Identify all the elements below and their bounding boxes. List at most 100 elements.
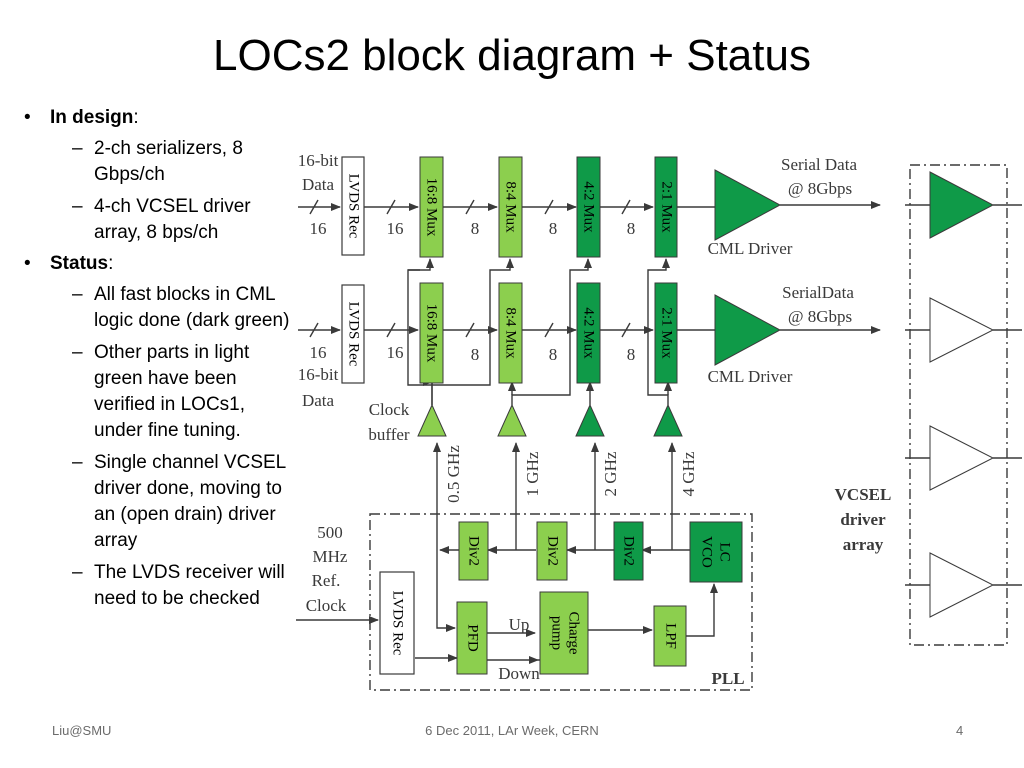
- lc-vco-label: LC: [717, 542, 733, 561]
- up-label: Up: [509, 615, 530, 634]
- clock-buffer-label: Clock: [369, 400, 410, 419]
- ref-clock-label: MHz: [313, 547, 348, 566]
- serial-data-label: Serial Data: [781, 155, 857, 174]
- bullet-status: •Status:: [24, 253, 114, 274]
- div2-block-2: [613, 521, 644, 581]
- mux-2-1-bottom: [654, 282, 678, 384]
- ref-clock-label: Clock: [306, 596, 347, 615]
- bus-width-label: 16: [310, 219, 327, 238]
- bus-width-label: 8: [627, 345, 636, 364]
- bus-width-label: 8: [627, 219, 636, 238]
- charge-pump-label: Charge: [566, 611, 582, 654]
- cml-driver-top: [714, 169, 782, 241]
- bus-width-label: 16: [310, 343, 327, 362]
- sub-bullet: –All fast blocks in CML logic done (dark…: [72, 284, 290, 331]
- mux-label: 4:2 Mux: [581, 307, 597, 359]
- bus-width-label: 8: [549, 219, 558, 238]
- bullet-label: Status: [50, 253, 109, 274]
- lvds-rec-label: LVDS Rec: [390, 591, 406, 656]
- lc-vco-block: [689, 521, 743, 583]
- cml-driver-label: CML Driver: [708, 367, 793, 386]
- mux-label: 2:1 Mux: [659, 181, 675, 233]
- footer-event: 6 Dec 2011, LAr Week, CERN: [425, 723, 599, 738]
- vcsel-array-label: VCSEL: [835, 485, 892, 504]
- mux-label: 2:1 Mux: [659, 307, 675, 359]
- clock-frequency-label: 1 GHz: [523, 451, 542, 496]
- bus-width-label: 8: [549, 345, 558, 364]
- sub-bullet: –Single channel VCSEL driver done, movin…: [72, 452, 286, 551]
- lpf-label: LPF: [663, 623, 679, 649]
- vcsel-driver-3: [929, 552, 995, 618]
- vcsel-array-box: [909, 164, 1008, 646]
- mux-label: 8:4 Mux: [503, 307, 519, 359]
- clock-frequency-label: 2 GHz: [601, 451, 620, 496]
- bus-width-label: 16: [387, 343, 404, 362]
- div2-label: Div2: [621, 536, 637, 566]
- pfd-block: [456, 601, 488, 675]
- lc-vco-label: VCO: [699, 536, 715, 568]
- clock-frequency-label: 0.5 GHz: [444, 445, 463, 503]
- clock-buffer-1: [497, 403, 527, 437]
- vcsel-driver-2: [929, 425, 995, 491]
- div2-label: Div2: [466, 536, 482, 566]
- mux-label: 4:2 Mux: [581, 181, 597, 233]
- sub-bullet: –2-ch serializers, 8 Gbps/ch: [72, 138, 243, 185]
- cml-driver-label: CML Driver: [708, 239, 793, 258]
- mux-8-4-top: [498, 156, 523, 258]
- bus-width-label: 16: [387, 219, 404, 238]
- clock-buffer-2: [575, 403, 605, 437]
- cml-driver-bottom: [714, 294, 782, 366]
- div2-label: Div2: [545, 536, 561, 566]
- sub-bullet: –The LVDS receiver will need to be check…: [72, 562, 285, 609]
- down-label: Down: [498, 664, 540, 683]
- serial-data-label: SerialData: [782, 283, 854, 302]
- lvds-receivers: LVDS Rec LVDS Rec LVDS Rec: [341, 156, 415, 675]
- lvds-rec-block-ref: [379, 571, 415, 675]
- div2-block-1: [536, 521, 568, 581]
- lvds-rec-label: LVDS Rec: [346, 174, 362, 239]
- bullet-dot: •: [24, 107, 31, 128]
- mux-label: 8:4 Mux: [503, 181, 519, 233]
- page-title: LOCs2 block diagram + Status: [213, 31, 811, 80]
- clock-buffer-0: [417, 403, 447, 437]
- charge-pump-block: [539, 591, 589, 675]
- pll-label: PLL: [711, 669, 744, 688]
- mux-16-8-top: [419, 156, 444, 258]
- footer-author: Liu@SMU: [52, 723, 112, 738]
- pll-blocks: [456, 521, 743, 675]
- bullet-list: •In design: –2-ch serializers, 8 Gbps/ch…: [22, 106, 294, 618]
- pll-box: [369, 513, 753, 691]
- input-label: 16-bit: [298, 365, 339, 384]
- serial-data-label: @ 8Gbps: [788, 179, 852, 198]
- vcsel-driver-1: [929, 297, 995, 363]
- lvds-rec-block-bottom: [341, 284, 365, 384]
- bus-width-label: 8: [471, 219, 480, 238]
- bullet-in-design: •In design:: [24, 107, 139, 128]
- mux-16-8-bottom: [419, 282, 444, 384]
- vcsel-array-label: driver: [840, 510, 886, 529]
- div2-block-0: [458, 521, 489, 581]
- lvds-rec-block-top: [341, 156, 365, 256]
- mux-2-1-top: [654, 156, 678, 258]
- mux-blocks: [419, 156, 678, 384]
- input-label: Data: [302, 175, 335, 194]
- pfd-label: PFD: [465, 624, 481, 652]
- mux-label: 16:8 Mux: [424, 304, 440, 363]
- mux-4-2-bottom: [576, 282, 601, 384]
- mux-4-2-top: [576, 156, 601, 258]
- lvds-rec-label: LVDS Rec: [346, 302, 362, 367]
- clock-frequency-label: 4 GHz: [679, 451, 698, 496]
- mux-8-4-bottom: [498, 282, 523, 384]
- sub-bullet: –4-ch VCSEL driver array, 8 bps/ch: [72, 196, 251, 243]
- sub-bullet: –Other parts in light green have been ve…: [72, 342, 250, 441]
- lpf-block: [653, 605, 687, 667]
- bullet-label: In design: [50, 107, 134, 128]
- charge-pump-label: pump: [549, 616, 565, 650]
- vcsel-array-label: array: [843, 535, 884, 554]
- clock-buffer-3: [653, 403, 683, 437]
- bullet-dot: •: [24, 253, 31, 274]
- bus-width-label: 8: [471, 345, 480, 364]
- input-label: 16-bit: [298, 151, 339, 170]
- ref-clock-label: 500: [317, 523, 343, 542]
